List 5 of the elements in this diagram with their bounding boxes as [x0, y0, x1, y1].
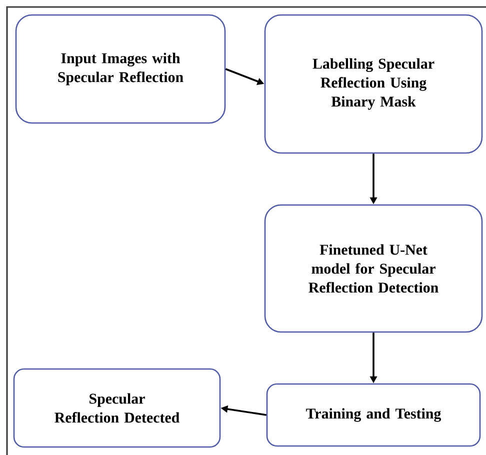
process-box: Input Images with Specular Reflection	[15, 14, 226, 124]
process-box: Specular Reflection Detected	[13, 368, 221, 448]
process-box: Labelling Specular Reflection Using Binary Mask	[264, 14, 483, 154]
process-box: Training and Testing	[266, 383, 481, 447]
process-box: Finetuned U-Net model for Specular Reflection Detection	[264, 204, 483, 333]
